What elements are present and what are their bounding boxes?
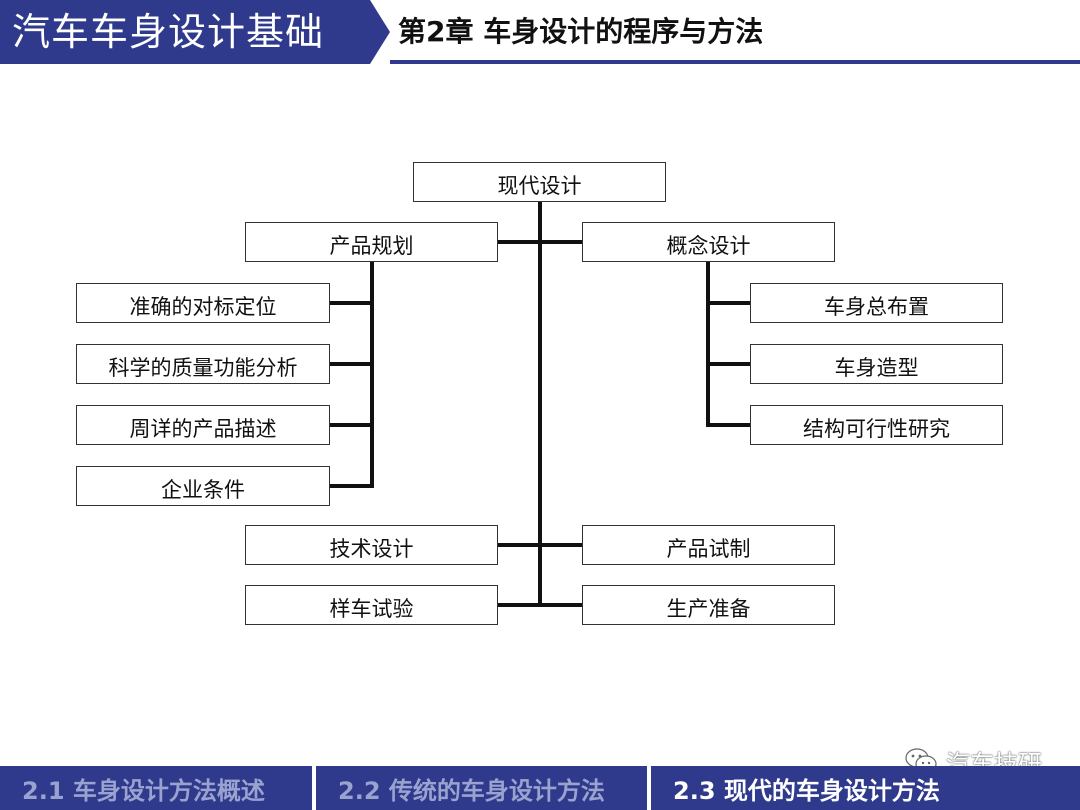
node-quality-function-analysis: 科学的质量功能分析 — [76, 344, 330, 384]
header-divider — [390, 60, 1080, 64]
node-product-description: 周详的产品描述 — [76, 405, 330, 445]
header-title-banner — [0, 0, 390, 64]
footer-nav: 2.1 车身设计方法概述 2.2 传统的车身设计方法 2.3 现代的车身设计方法 — [0, 766, 1080, 810]
tab-2-3[interactable]: 2.3 现代的车身设计方法 — [673, 776, 940, 805]
chapter-title: 第2章 车身设计的程序与方法 — [398, 15, 764, 48]
course-title: 汽车车身设计基础 — [12, 10, 325, 54]
node-body-layout: 车身总布置 — [750, 283, 1003, 323]
tab-2-2[interactable]: 2.2 传统的车身设计方法 — [316, 766, 651, 810]
node-modern-design: 现代设计 — [413, 162, 666, 202]
node-prototype-test: 样车试验 — [245, 585, 498, 625]
node-product-planning: 产品规划 — [245, 222, 498, 262]
node-production-prep: 生产准备 — [582, 585, 835, 625]
node-benchmark-positioning: 准确的对标定位 — [76, 283, 330, 323]
node-body-styling: 车身造型 — [750, 344, 1003, 384]
node-technical-design: 技术设计 — [245, 525, 498, 565]
tab-2-1[interactable]: 2.1 车身设计方法概述 — [0, 766, 316, 810]
node-trial-production: 产品试制 — [582, 525, 835, 565]
node-enterprise-conditions: 企业条件 — [76, 466, 330, 506]
node-structure-feasibility: 结构可行性研究 — [750, 405, 1003, 445]
node-concept-design: 概念设计 — [582, 222, 835, 262]
